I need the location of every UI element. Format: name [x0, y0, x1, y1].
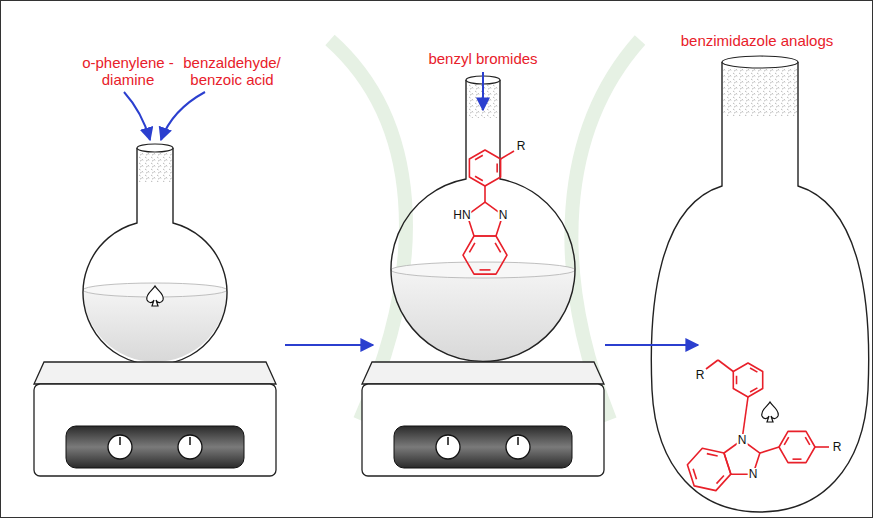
double-bond: [784, 437, 788, 445]
double-bond: [475, 155, 483, 159]
ring: [469, 150, 500, 186]
ring: [687, 448, 730, 490]
stir-bar: [147, 286, 779, 422]
ring: [779, 431, 815, 462]
bond: [706, 360, 718, 369]
hot-plate: [34, 362, 604, 476]
double-bond: [750, 388, 757, 392]
molecule-structure: [463, 150, 829, 491]
atom-label: N: [498, 209, 509, 221]
knob: [108, 435, 132, 459]
plate-top: [362, 362, 604, 384]
atom-label: R: [695, 369, 706, 381]
ring: [733, 363, 762, 397]
bond: [815, 446, 829, 448]
flask: [651, 56, 868, 512]
knob-tick: [447, 437, 449, 445]
atom-label: R: [832, 441, 843, 453]
double-bond: [750, 368, 757, 372]
double-bond: [469, 243, 474, 253]
atom-label: N: [737, 434, 748, 446]
knob-tick: [119, 437, 121, 445]
double-bond: [716, 475, 723, 483]
double-bond: [805, 437, 809, 445]
bond: [484, 186, 486, 202]
plate-body: [362, 384, 604, 476]
double-bond: [480, 269, 491, 271]
plate-top: [34, 362, 276, 384]
double-bond: [693, 469, 696, 480]
double-bond: [496, 164, 498, 173]
reagent-label: benzyl bromides: [428, 50, 537, 67]
knob: [506, 435, 530, 459]
double-bond: [793, 458, 802, 460]
knob: [178, 435, 202, 459]
double-bond: [736, 376, 738, 384]
control-panel: [394, 426, 572, 468]
bond: [718, 360, 733, 372]
flask: [83, 144, 227, 365]
knob-tick: [189, 437, 191, 445]
hot-plate: [34, 362, 276, 476]
atom-label: HN: [452, 209, 471, 221]
reagent-label: benzaldehyde/ benzoic acid: [176, 54, 288, 88]
double-bond: [707, 454, 718, 456]
watermark: [330, 40, 640, 420]
bond: [501, 151, 514, 159]
double-bond: [475, 176, 483, 180]
ring: [463, 236, 507, 274]
plate-body: [34, 384, 276, 476]
reaction-arrow: [124, 72, 698, 345]
knob-tick: [517, 437, 519, 445]
double-bond: [495, 243, 500, 253]
atom-label: R: [516, 140, 527, 152]
reagent-label: benzimidazole analogs: [681, 32, 834, 49]
bond: [760, 447, 779, 453]
hot-plate: [362, 362, 604, 476]
knob: [436, 435, 460, 459]
control-panel: [66, 426, 244, 468]
atom-label: N: [748, 468, 759, 480]
flask: [391, 76, 575, 362]
reagent-label: o-phenylene -diamine: [78, 54, 178, 88]
